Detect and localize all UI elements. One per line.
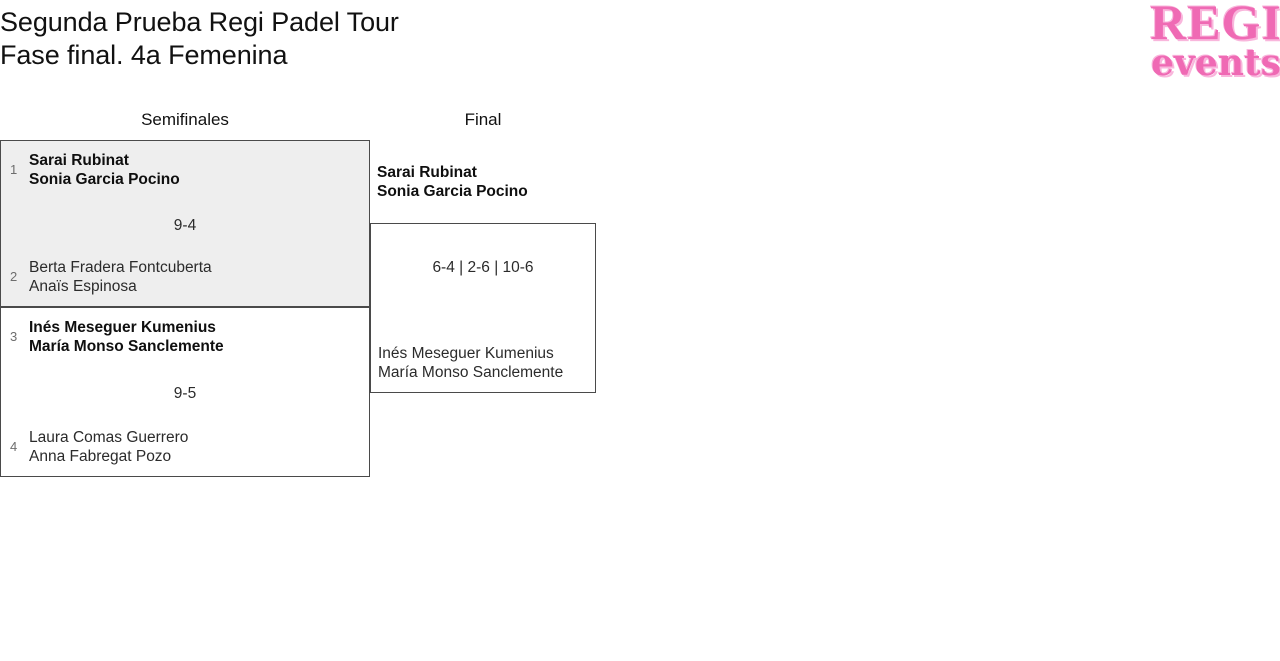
logo-text-regi: REGI [1150,0,1280,50]
page-title: Segunda Prueba Regi Padel Tour Fase fina… [0,6,399,72]
page-header: Segunda Prueba Regi Padel Tour Fase fina… [0,0,1280,92]
seed-number: 3 [10,329,18,344]
seed-number: 1 [10,162,18,177]
player-name: Inés Meseguer Kumenius [29,319,216,336]
player-name: Sonia Garcia Pocino [29,171,180,188]
page-title-line-1: Segunda Prueba Regi Padel Tour [0,7,399,37]
player-name: Inés Meseguer Kumenius [378,345,554,362]
match-semifinal-2-team-bottom[interactable]: 4 Laura Comas Guerrero Anna Fabregat Poz… [1,428,369,466]
match-semifinal-1-team-top[interactable]: 1 Sarai Rubinat Sonia Garcia Pocino [1,151,369,189]
round-header-final: Final [464,110,502,129]
match-final-score: 6-4 | 2-6 | 10-6 [432,259,534,276]
player-name: Sarai Rubinat [377,164,477,181]
match-final-team-top[interactable]: Sarai Rubinat Sonia Garcia Pocino [377,163,528,201]
player-name: Berta Fradera Fontcuberta [29,259,212,276]
logo-text-events: events [1151,42,1280,84]
match-semifinal-2-team-top[interactable]: 3 Inés Meseguer Kumenius María Monso San… [1,318,369,356]
round-header-semifinals: Semifinales [141,110,229,129]
player-name: María Monso Sanclemente [378,364,564,381]
player-name: Anna Fabregat Pozo [29,448,172,465]
player-name: Anaïs Espinosa [29,278,137,295]
match-semifinal-1[interactable]: 1 Sarai Rubinat Sonia Garcia Pocino 9-4 … [0,140,370,307]
player-name: Sonia Garcia Pocino [377,183,528,200]
player-name: Sarai Rubinat [29,152,129,169]
match-final[interactable]: 6-4 | 2-6 | 10-6 Inés Meseguer Kumenius … [370,223,596,393]
regi-events-logo: REGI events [1150,0,1280,86]
page-title-line-2: Fase final. 4a Femenina [0,40,288,70]
match-semifinal-2[interactable]: 3 Inés Meseguer Kumenius María Monso San… [0,307,370,477]
seed-number: 4 [10,439,18,454]
match-semifinal-1-team-bottom[interactable]: 2 Berta Fradera Fontcuberta Anaïs Espino… [1,258,369,296]
match-semifinal-1-score: 9-4 [173,217,197,234]
player-name: María Monso Sanclemente [29,338,224,355]
seed-number: 2 [10,269,18,284]
match-semifinal-2-score: 9-5 [173,385,197,402]
match-final-team-bottom[interactable]: Inés Meseguer Kumenius María Monso Sancl… [371,344,595,382]
player-name: Laura Comas Guerrero [29,429,189,446]
